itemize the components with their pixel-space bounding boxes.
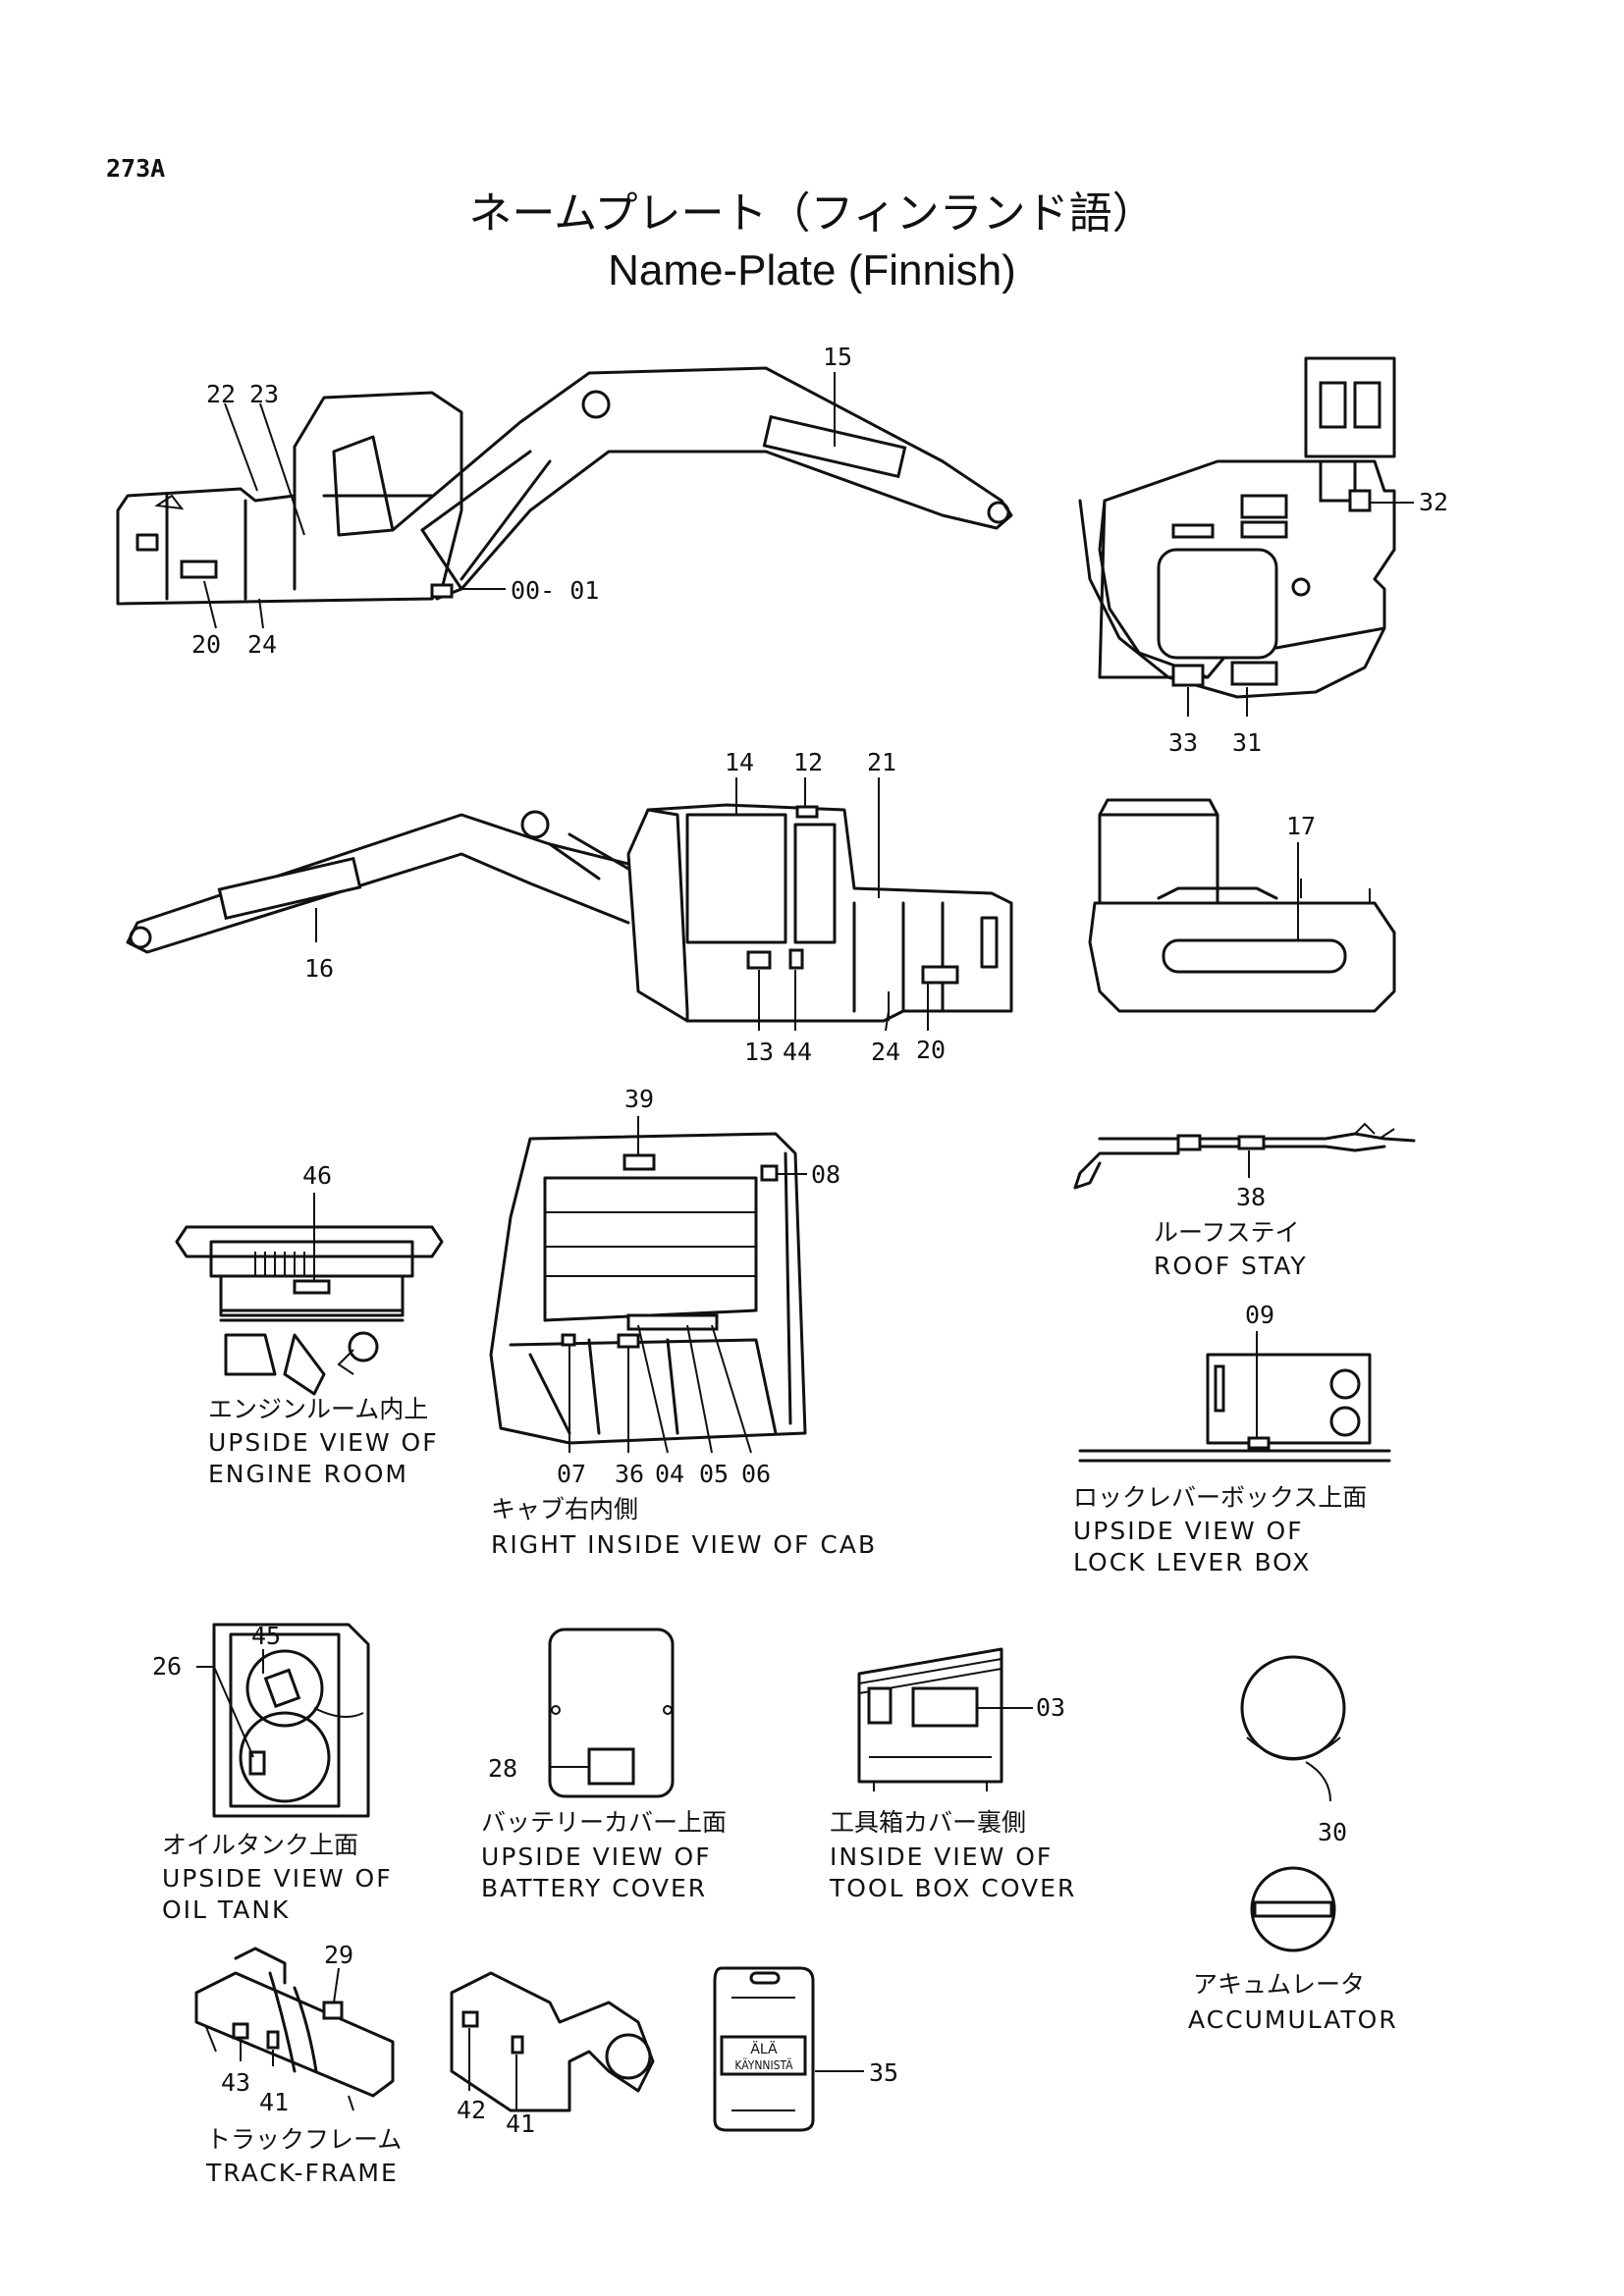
caption-track-frame-jp: トラックフレーム	[206, 2125, 402, 2154]
page-code: 273A	[106, 154, 165, 183]
callout-16: 16	[304, 954, 334, 983]
callout-12: 12	[793, 748, 823, 776]
oil-tank-view	[212, 1623, 370, 1818]
callout-22: 22	[206, 380, 236, 408]
callout-45: 45	[251, 1622, 281, 1650]
counterweight-view	[1088, 798, 1396, 1013]
accumulator-view	[1240, 1655, 1346, 1952]
callout-08: 08	[811, 1160, 840, 1189]
caption-tool-box-jp: 工具箱カバー裏側	[830, 1808, 1026, 1837]
callout-07: 07	[557, 1460, 586, 1488]
caption-cab-jp: キャブ右内側	[491, 1495, 638, 1523]
callout-04: 04	[655, 1460, 684, 1488]
caption-engine-room-en2: ENGINE ROOM	[208, 1460, 408, 1488]
callout-05: 05	[699, 1460, 729, 1488]
callout-15: 15	[823, 343, 852, 371]
caption-cab-en: RIGHT INSIDE VIEW OF CAB	[491, 1530, 877, 1559]
callout-03: 03	[1036, 1693, 1065, 1722]
callout-36: 36	[615, 1460, 644, 1488]
callout-46: 46	[302, 1161, 332, 1190]
caption-track-frame-en: TRACK-FRAME	[205, 2159, 399, 2187]
callout-21: 21	[867, 748, 896, 776]
callout-28: 28	[488, 1754, 517, 1783]
roof-stay-view	[1073, 1122, 1416, 1190]
callout-32: 32	[1419, 488, 1448, 516]
caption-tool-box-en1: INSIDE VIEW OF	[830, 1842, 1053, 1871]
callout-44: 44	[783, 1038, 812, 1066]
callout-20: 20	[191, 630, 221, 659]
caption-roof-stay-jp: ルーフステイ	[1154, 1218, 1300, 1247]
caption-accumulator-en: ACCUMULATOR	[1188, 2005, 1398, 2034]
callout-06: 06	[741, 1460, 771, 1488]
caption-engine-room-en1: UPSIDE VIEW OF	[208, 1428, 439, 1457]
callout-39: 39	[624, 1085, 654, 1113]
callout-41-second: 41	[506, 2109, 535, 2138]
callout-00-01: 00- 01	[511, 576, 599, 605]
leader-lines-left-view	[203, 372, 836, 629]
callout-31: 31	[1232, 728, 1262, 757]
caption-lock-lever-en1: UPSIDE VIEW OF	[1073, 1517, 1304, 1545]
warning-tag	[713, 1966, 815, 2132]
lock-lever-box-view	[1078, 1353, 1391, 1463]
callout-35: 35	[869, 2058, 898, 2087]
rear-panel-view	[1078, 356, 1396, 699]
callout-09: 09	[1245, 1301, 1274, 1329]
callout-26: 26	[152, 1652, 182, 1681]
caption-lock-lever-jp: ロックレバーボックス上面	[1073, 1483, 1367, 1512]
caption-battery-jp: バッテリーカバー上面	[481, 1808, 727, 1837]
callout-14: 14	[725, 748, 754, 776]
callout-20-right: 20	[916, 1036, 946, 1064]
page-title-en: Name-Plate (Finnish)	[608, 246, 1016, 294]
callout-13: 13	[744, 1038, 774, 1066]
callout-29: 29	[324, 1941, 353, 1969]
excavator-right-view	[126, 803, 1013, 1023]
tag-text-line2: KÄYNNISTÄ	[734, 2057, 793, 2072]
cab-inside-view	[489, 1132, 807, 1445]
battery-cover-view	[548, 1628, 675, 1798]
track-frame-view-1	[194, 1947, 395, 2111]
callout-38: 38	[1236, 1183, 1266, 1211]
track-frame-view-2	[450, 1971, 655, 2112]
tag-text-line1: ÄLÄ	[750, 2040, 778, 2057]
page-title-jp: ネームプレート（フィンランド語）	[468, 188, 1155, 239]
callout-33: 33	[1168, 728, 1198, 757]
callout-43: 43	[221, 2068, 250, 2097]
caption-roof-stay-en: ROOF STAY	[1154, 1252, 1308, 1280]
callout-42: 42	[457, 2096, 486, 2124]
tool-box-cover-view	[857, 1647, 1003, 1791]
callout-30: 30	[1318, 1818, 1347, 1846]
caption-accumulator-jp: アキュムレータ	[1193, 1970, 1365, 1999]
caption-oil-tank-en1: UPSIDE VIEW OF	[162, 1864, 393, 1893]
caption-engine-room-jp: エンジンルーム内上	[208, 1395, 428, 1423]
callout-41: 41	[259, 2088, 289, 2116]
caption-oil-tank-jp: オイルタンク上面	[162, 1831, 358, 1859]
callout-24-right: 24	[871, 1038, 900, 1066]
engine-room-view	[175, 1225, 444, 1396]
callout-23: 23	[249, 380, 279, 408]
caption-lock-lever-en2: LOCK LEVER BOX	[1073, 1548, 1311, 1576]
callout-17: 17	[1286, 812, 1316, 840]
caption-tool-box-en2: TOOL BOX COVER	[829, 1874, 1076, 1902]
caption-battery-en2: BATTERY COVER	[481, 1874, 707, 1902]
callout-24: 24	[247, 630, 277, 659]
caption-oil-tank-en2: OIL TANK	[162, 1896, 290, 1924]
caption-battery-en1: UPSIDE VIEW OF	[481, 1842, 712, 1871]
